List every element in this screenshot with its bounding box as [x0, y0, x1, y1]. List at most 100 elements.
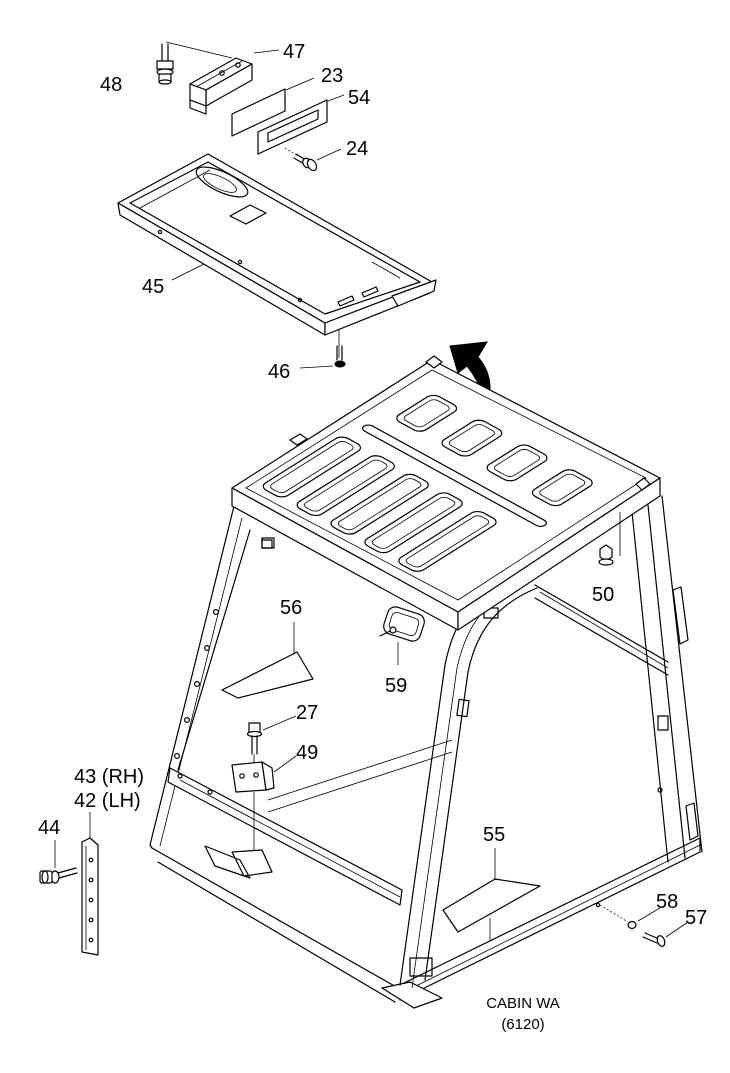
roof-rib [360, 424, 549, 528]
callout-59: 59 [385, 675, 407, 697]
callout-24-leader [316, 148, 342, 161]
roof-window [529, 468, 596, 508]
tray-45-emboss [195, 166, 249, 198]
roof-side-lip [457, 477, 661, 631]
roof-slot [361, 491, 466, 555]
mirror-59-fastener [389, 626, 397, 634]
callout-46-leader [299, 365, 334, 369]
callout-44: 44 [38, 817, 60, 839]
roof-boss [635, 477, 651, 491]
callout-58: 58 [656, 891, 678, 913]
plate-23-body [231, 88, 286, 137]
bracket-47 [189, 49, 280, 115]
roof-inner-rim [245, 369, 647, 601]
callout-54: 54 [348, 87, 370, 109]
plate-23 [231, 77, 315, 137]
roof-slot [327, 472, 432, 536]
callout-49: 49 [296, 742, 318, 764]
bolt-27-head [248, 722, 261, 733]
callout-57-leader [665, 921, 689, 938]
caption-title: CABIN WA [486, 995, 560, 1012]
roof-openings [260, 386, 605, 588]
bracket-49-flange [261, 761, 275, 791]
callout-56: 56 [280, 597, 302, 619]
tray-45 [117, 153, 437, 336]
callout-43: 43 (RH) [74, 766, 144, 788]
screw-24-head [306, 158, 318, 172]
washer-58 [599, 904, 661, 930]
callout-55: 55 [483, 824, 505, 846]
plate-56-body [221, 651, 314, 699]
bracket-49 [231, 755, 297, 850]
roof [231, 355, 661, 631]
gasket-54 [257, 94, 345, 155]
strip-42-43 [81, 812, 99, 956]
roof-window [393, 393, 460, 433]
callout-49-leader [273, 755, 297, 773]
bolt-57-head [656, 935, 666, 947]
roof-top [231, 359, 661, 613]
bracket-47-hole [219, 70, 225, 76]
roof-boss [289, 433, 308, 446]
callout-42: 42 (LH) [74, 790, 141, 812]
washer-58-ring [627, 920, 637, 930]
front-base-sill [381, 837, 701, 1009]
roof-slot [260, 435, 365, 499]
caption-code: (6120) [501, 1016, 544, 1033]
callout-48: 48 [100, 74, 122, 96]
mirror-59 [379, 606, 425, 665]
tray-45-slot [361, 286, 379, 298]
bolt-46-head [334, 360, 346, 368]
front-lower-bracket [409, 957, 433, 977]
callout-23-leader [285, 77, 315, 91]
bracket-49-plate [231, 761, 267, 793]
bolt-27 [246, 715, 297, 765]
lower-crossbar [167, 767, 403, 906]
tray-45-floor-edge [129, 161, 421, 315]
callout-24: 24 [346, 138, 368, 160]
roof-window [484, 443, 551, 483]
bolt-46 [299, 330, 346, 369]
callout-46: 46 [268, 361, 290, 383]
callout-58-leader [637, 907, 661, 922]
roof-window [438, 418, 505, 458]
nut-50 [598, 512, 621, 566]
left-base-sill [149, 844, 399, 1003]
bracket-47-foot [189, 99, 207, 115]
tray-45-flange [391, 279, 437, 307]
bolt-48-leader-to-bracket [165, 41, 233, 59]
callout-45-leader [171, 263, 205, 281]
screw-24 [284, 147, 342, 172]
rear-middle-rail [267, 739, 453, 801]
plate-55-body [442, 878, 541, 933]
callout-54-leader [327, 94, 345, 102]
bolt-48-head [156, 60, 174, 70]
callout-27-leader [262, 715, 297, 731]
callout-57: 57 [685, 907, 707, 929]
right-pillar-bracket [657, 715, 669, 731]
gasket-54-inner [267, 109, 319, 143]
roof-slot [293, 454, 398, 518]
nut-50-hex [599, 544, 613, 562]
bolt-44 [39, 840, 78, 884]
callout-27: 27 [296, 702, 318, 724]
bracket-47-hole [235, 62, 241, 68]
roof-boss [425, 355, 443, 369]
callout-50: 50 [592, 584, 614, 606]
left-pillar [149, 505, 275, 847]
right-pillar-slot [685, 802, 699, 841]
cabin-frame [149, 355, 703, 1009]
mirror-59-body [383, 606, 425, 642]
bolt-57 [642, 921, 689, 947]
bolt-27-washer [246, 730, 263, 738]
callout-47: 47 [283, 41, 305, 63]
base-mount-bracket [204, 845, 251, 879]
tray-45-slot [337, 295, 355, 307]
roof-slot [395, 509, 500, 573]
diagram-caption: CABIN WA (6120) [486, 995, 560, 1033]
callout-47-leader [253, 49, 280, 54]
right-pillar-slot [672, 586, 689, 645]
roof-corner-block [261, 539, 273, 549]
